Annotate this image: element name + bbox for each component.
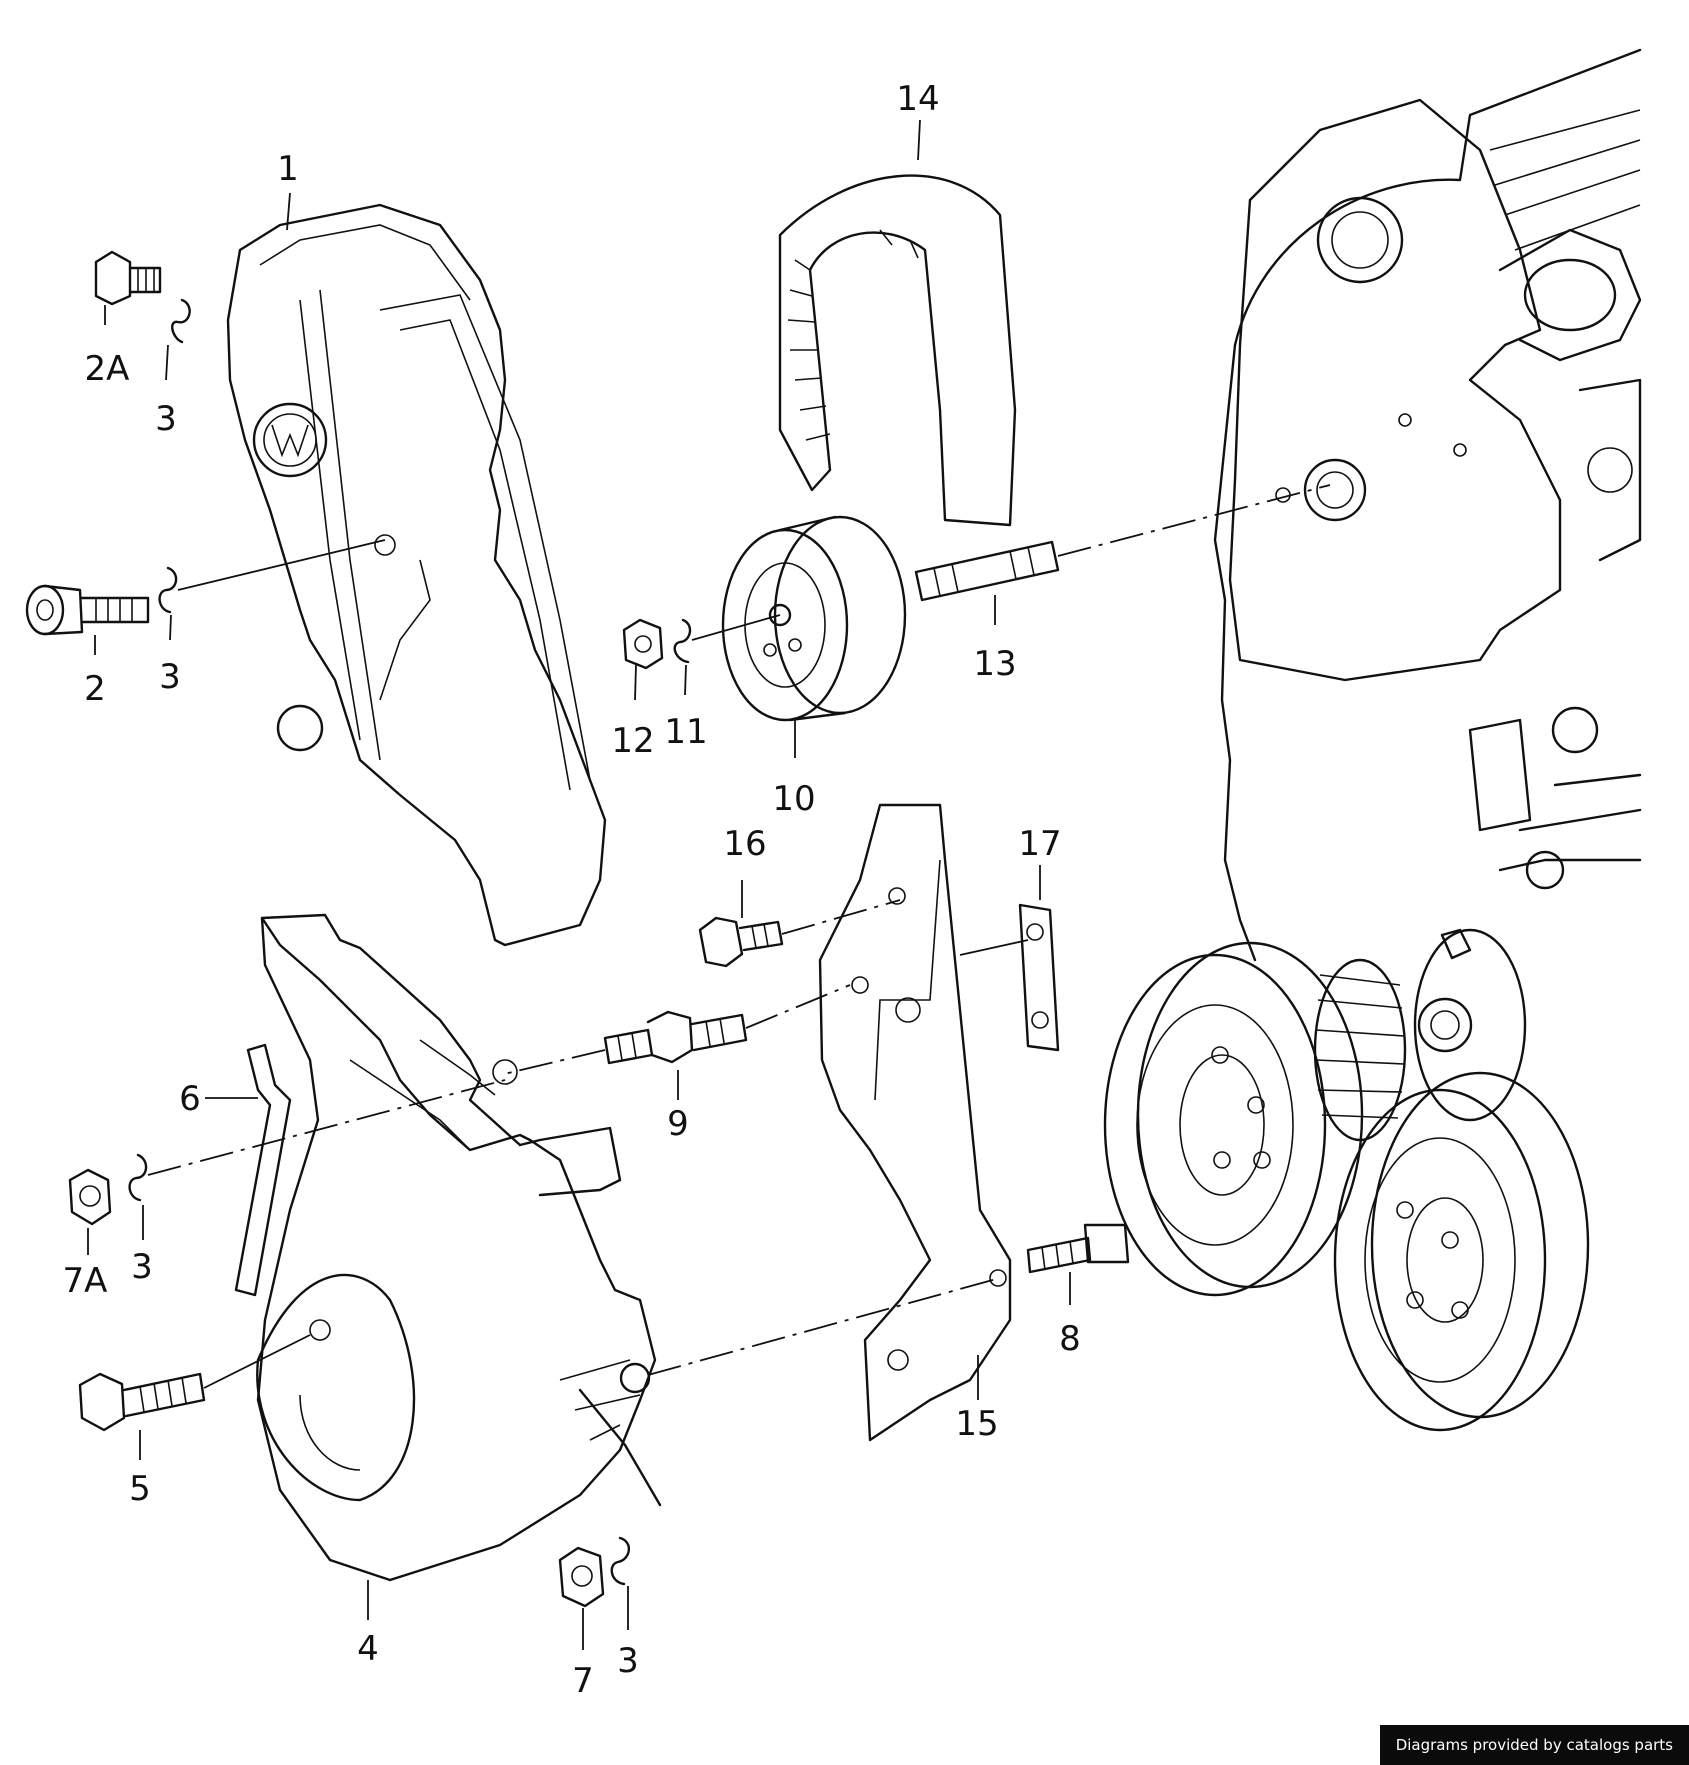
callout-8: 8 bbox=[1059, 1319, 1081, 1359]
callout-17: 17 bbox=[1018, 824, 1061, 864]
crankshaft-pulley-rear bbox=[1103, 941, 1364, 1297]
nut-7a[interactable] bbox=[68, 1168, 112, 1226]
seal-strip-6[interactable] bbox=[234, 1043, 292, 1297]
plate-17[interactable] bbox=[1018, 903, 1060, 1052]
crankshaft-pulley-front bbox=[1333, 1071, 1590, 1432]
water-pump-hub bbox=[1413, 928, 1527, 1122]
callout-2a: 2A bbox=[85, 349, 130, 389]
crankshaft-sprocket bbox=[1313, 958, 1407, 1142]
washer-3a[interactable] bbox=[171, 298, 191, 344]
callout-15: 15 bbox=[955, 1404, 998, 1444]
bolt-2a[interactable] bbox=[94, 250, 162, 306]
callout-7a: 7A bbox=[63, 1261, 108, 1301]
callout-3-bottom: 3 bbox=[617, 1641, 639, 1681]
stud-13[interactable] bbox=[914, 540, 1060, 602]
lower-timing-belt-cover[interactable] bbox=[256, 913, 662, 1582]
bolt-2[interactable] bbox=[25, 584, 150, 636]
bolt-16[interactable] bbox=[698, 916, 784, 968]
callout-14: 14 bbox=[896, 79, 939, 119]
rear-timing-belt-cover[interactable] bbox=[818, 803, 1012, 1442]
callout-3-left: 3 bbox=[131, 1247, 153, 1287]
callout-3-top: 3 bbox=[155, 399, 177, 439]
callout-4: 4 bbox=[357, 1629, 379, 1669]
callout-3-mid: 3 bbox=[159, 657, 181, 697]
leader-lines bbox=[87, 119, 1071, 1650]
credit-banner: Diagrams provided by catalogs parts bbox=[1379, 1725, 1689, 1765]
callout-labels: 1 2A 3 2 3 14 12 11 10 13 16 17 6 9 7A 3… bbox=[63, 79, 1081, 1701]
callout-6: 6 bbox=[179, 1079, 201, 1119]
callout-16: 16 bbox=[723, 824, 766, 864]
callout-9: 9 bbox=[667, 1104, 689, 1144]
callout-12: 12 bbox=[611, 721, 654, 761]
bolt-5[interactable] bbox=[78, 1372, 206, 1432]
callout-11: 11 bbox=[664, 712, 707, 752]
t-bolt-8[interactable] bbox=[1026, 1223, 1130, 1274]
washer-3c[interactable] bbox=[128, 1153, 148, 1202]
engine-block bbox=[1213, 48, 1642, 962]
tensioner-pulley[interactable] bbox=[721, 515, 907, 722]
washer-3d[interactable] bbox=[610, 1536, 630, 1586]
callout-7: 7 bbox=[572, 1661, 594, 1701]
nut-7[interactable] bbox=[558, 1546, 605, 1608]
callout-5: 5 bbox=[129, 1469, 151, 1509]
washer-11[interactable] bbox=[673, 618, 692, 664]
upper-timing-belt-cover[interactable] bbox=[226, 203, 607, 947]
washer-3b[interactable] bbox=[158, 566, 178, 614]
callout-10: 10 bbox=[772, 779, 815, 819]
stud-9[interactable] bbox=[603, 1010, 748, 1065]
callout-2: 2 bbox=[84, 669, 106, 709]
timing-belt[interactable] bbox=[778, 174, 1017, 527]
callout-13: 13 bbox=[973, 644, 1016, 684]
callout-1: 1 bbox=[277, 149, 299, 189]
nut-12[interactable] bbox=[622, 618, 664, 670]
